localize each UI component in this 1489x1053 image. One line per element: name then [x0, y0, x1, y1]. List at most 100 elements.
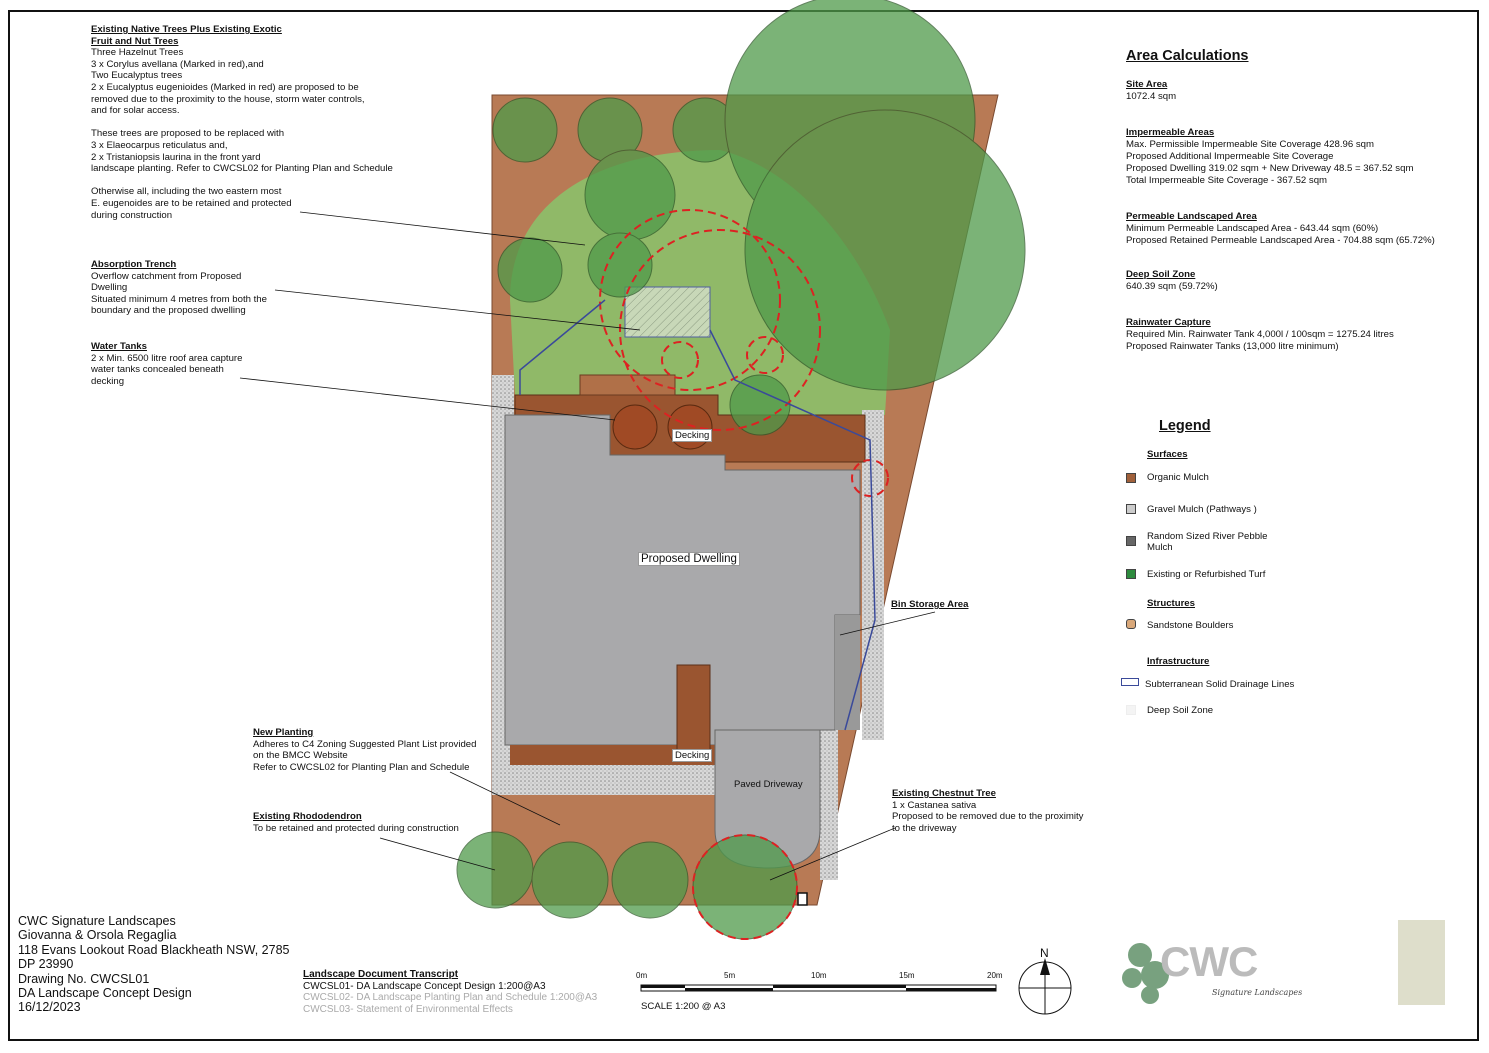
logo-trees — [1122, 943, 1169, 1004]
tree — [584, 149, 676, 241]
note-line: 2 x Tristaniopsis laurina in the front y… — [91, 151, 261, 163]
water-tank — [667, 404, 713, 450]
note-chestnut: Existing Chestnut Tree 1 x Castanea sati… — [892, 788, 1083, 834]
note-heading: New Planting — [253, 727, 314, 738]
decking-lower — [510, 745, 715, 765]
title-line: CWC Signature Landscapes — [18, 914, 176, 928]
calc-line: Max. Permissible Impermeable Site Covera… — [1126, 139, 1374, 150]
calc-heading: Rainwater Capture — [1126, 317, 1211, 328]
tree-large-eucalyptus — [744, 109, 1026, 391]
shrub — [729, 374, 791, 436]
note-line: decking — [91, 375, 125, 387]
trees — [456, 0, 1026, 940]
absorption-trench — [624, 286, 711, 338]
tree-removal-markers — [599, 209, 889, 940]
note-absorption-trench: Absorption Trench Overflow catchment fro… — [91, 259, 267, 317]
note-line: 2 x Min. 6500 litre roof area capture — [91, 352, 243, 364]
calc-deep-soil: Deep Soil Zone 640.39 sqm (59.72%) — [1126, 269, 1218, 293]
note-line: removed due to the proximity to the hous… — [91, 93, 365, 105]
calc-line: 640.39 sqm (59.72%) — [1126, 281, 1218, 292]
gravel-path-driveway-edge — [820, 730, 838, 880]
title-line: 118 Evans Lookout Road Blackheath NSW, 2… — [18, 942, 290, 957]
scale-tick: 20m — [987, 971, 1003, 980]
note-line: Overflow catchment from Proposed — [91, 270, 242, 282]
legend-deep-soil: Deep Soil Zone — [1147, 705, 1214, 716]
calc-line: Minimum Permeable Landscaped Area - 643.… — [1126, 223, 1379, 234]
calc-permeable: Permeable Landscaped Area Minimum Permea… — [1126, 211, 1435, 247]
calc-line: 1072.4 sqm — [1126, 91, 1177, 102]
title-line: Giovanna & Orsola Regaglia — [18, 928, 177, 943]
legend-infrastructure-heading: Infrastructure — [1147, 656, 1210, 667]
calc-line: Required Min. Rainwater Tank 4,000l / 10… — [1126, 329, 1394, 340]
note-water-tanks: Water Tanks 2 x Min. 6500 litre roof are… — [91, 341, 242, 387]
drainage-swatch — [1121, 678, 1139, 686]
north-arrow — [1018, 958, 1072, 1015]
calc-line: Proposed Retained Permeable Landscaped A… — [1126, 235, 1435, 246]
note-line: 2 x Eucalyptus eugenioides (Marked in re… — [91, 81, 359, 93]
note-line: Refer to CWCSL02 for Planting Plan and S… — [253, 761, 470, 773]
note-line: and for solar access. — [91, 105, 180, 117]
calc-heading: Impermeable Areas — [1126, 127, 1215, 138]
deep-soil-swatch — [1126, 705, 1136, 715]
area-calculations: Area Calculations — [1126, 49, 1249, 64]
scale-bar — [640, 984, 997, 992]
legend-boulders: Sandstone Boulders — [1147, 620, 1234, 631]
title-line: 16/12/2023 — [18, 1000, 81, 1015]
tree — [497, 237, 563, 303]
drainage-line — [709, 329, 876, 731]
tree — [587, 232, 653, 298]
legend-organic-mulch: Organic Mulch — [1147, 472, 1209, 483]
calc-line: Total Impermeable Site Coverage - 367.52… — [1126, 175, 1328, 186]
logo-panel — [1398, 920, 1445, 1005]
pit — [797, 892, 808, 906]
legend-title: Legend — [1159, 418, 1211, 434]
note-spacer — [91, 117, 393, 129]
note-line: Proposed to be removed due to the proxim… — [892, 811, 1084, 823]
scale-tick: 15m — [899, 971, 915, 980]
decking-steps — [579, 374, 676, 396]
north-label: N — [1040, 946, 1049, 960]
note-line: 3 x Elaeocarpus reticulatus and, — [91, 139, 228, 151]
note-spacer — [91, 175, 393, 187]
tree — [492, 97, 558, 163]
organic-mulch-swatch — [1126, 473, 1136, 483]
note-line: boundary and the proposed dwelling — [91, 305, 246, 317]
calc-impermeable: Impermeable Areas Max. Permissible Imper… — [1126, 127, 1413, 187]
calc-site-area: Site Area 1072.4 sqm — [1126, 79, 1176, 103]
note-line: Situated minimum 4 metres from both the — [91, 293, 267, 305]
decking-walkway — [676, 664, 711, 761]
note-line: Otherwise all, including the two eastern… — [91, 186, 282, 198]
note-new-planting: New Planting Adheres to C4 Zoning Sugges… — [253, 727, 476, 773]
calc-heading: Permeable Landscaped Area — [1126, 211, 1257, 222]
title-line: DA Landscape Concept Design — [18, 986, 192, 1001]
turf-swatch — [1126, 569, 1136, 579]
logo-text: CWC — [1160, 938, 1258, 985]
title-line: DP 23990 — [18, 957, 74, 972]
sheet-border — [8, 10, 1479, 1041]
note-existing-trees: Existing Native Trees Plus Existing Exot… — [91, 24, 393, 221]
note-line: landscape planting. Refer to CWCSL02 for… — [91, 163, 393, 175]
note-line: E. eugenoides are to be retained and pro… — [91, 197, 292, 209]
calc-line: Proposed Dwelling 319.02 sqm + New Drive… — [1126, 163, 1414, 174]
transcript-item: CWCSL01- DA Landscape Concept Design 1:2… — [303, 980, 546, 992]
gravel-mulch-swatch — [1126, 504, 1136, 514]
note-heading: Water Tanks — [91, 341, 147, 352]
document-transcript: Landscape Document Transcript CWCSL01- D… — [303, 969, 597, 1015]
sandstone-boulder-swatch — [1126, 619, 1136, 629]
note-line: Dwelling — [91, 282, 128, 294]
note-line: To be retained and protected during cons… — [253, 822, 459, 834]
calc-heading: Deep Soil Zone — [1126, 269, 1196, 280]
legend-line: Random Sized River Pebble — [1147, 531, 1268, 542]
river-pebble-swatch — [1126, 536, 1136, 546]
note-heading: Existing Rhododendron — [253, 811, 362, 822]
scale-tick: 5m — [724, 971, 736, 980]
note-line: Three Hazelnut Trees — [91, 47, 184, 59]
title-block: CWC Signature Landscapes Giovanna & Orso… — [18, 914, 289, 1015]
scale-tick: 10m — [811, 971, 827, 980]
transcript-heading: Landscape Document Transcript — [303, 969, 459, 980]
tree — [611, 841, 689, 919]
legend-turf: Existing or Refurbished Turf — [1147, 569, 1266, 580]
